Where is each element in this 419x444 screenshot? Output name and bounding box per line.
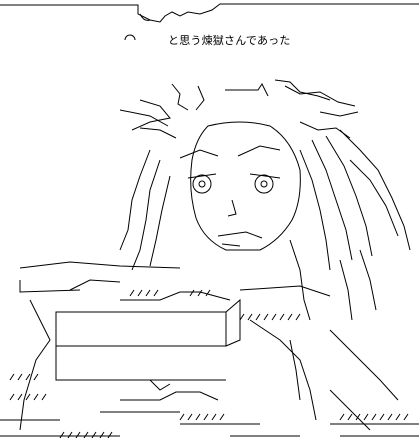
thought-bubble-dot-large [124, 34, 136, 40]
caption-text: と思う煉獄さんであった [168, 34, 291, 47]
thought-bubble-outline [0, 3, 419, 40]
